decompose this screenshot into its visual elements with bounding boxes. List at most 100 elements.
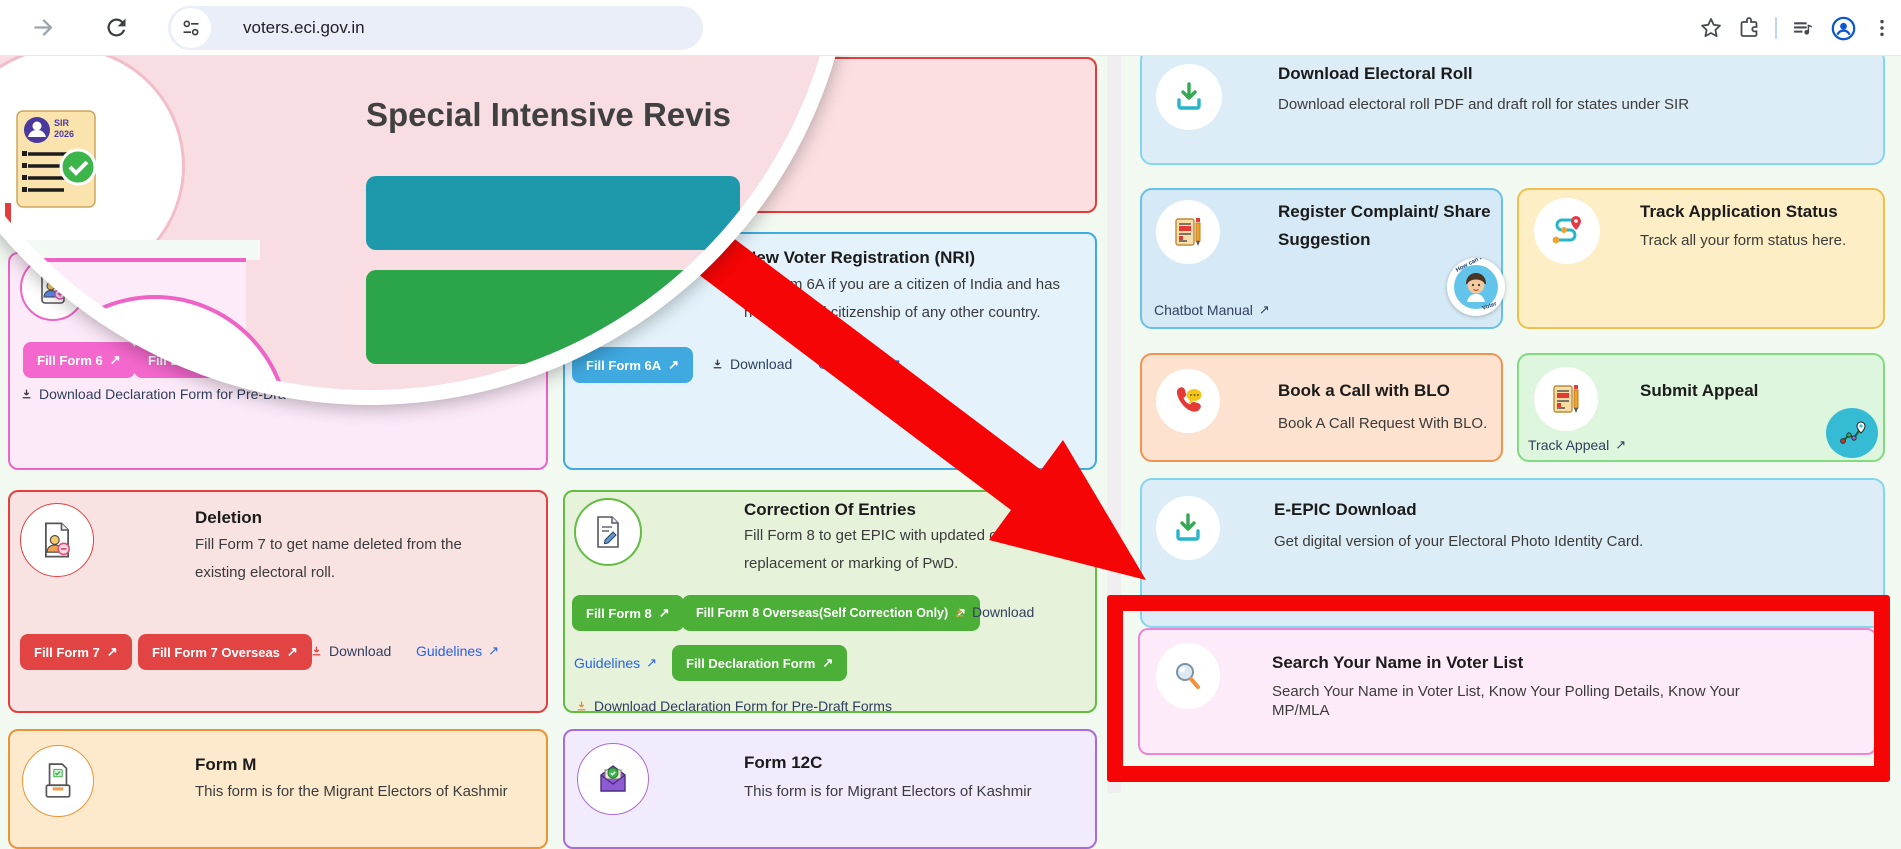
epic-body: Get digital version of your Electoral Ph… xyxy=(1274,533,1644,550)
chatbot-manual-link[interactable]: Chatbot Manual↗ xyxy=(1154,302,1270,318)
electoral-roll-body: Download electoral roll PDF and draft ro… xyxy=(1278,96,1690,113)
site-settings-icon[interactable] xyxy=(171,8,211,48)
phone-call-icon xyxy=(1156,369,1220,433)
search-body-2: MP/MLA xyxy=(1272,702,1330,719)
epic-title: E-EPIC Download xyxy=(1274,500,1417,519)
download-icon xyxy=(20,388,33,401)
fill-form8-button[interactable]: Fill Form 8↗ xyxy=(572,595,684,631)
book-call-body: Book A Call Request With BLO. xyxy=(1278,415,1488,432)
edit-document-icon xyxy=(574,498,642,566)
magnifier-lens-overlay: SIR 2026 Special Intensive Revis xyxy=(0,0,855,405)
complaint-title-1: Register Complaint/ Share xyxy=(1278,202,1491,221)
form-12c-body: This form is for Migrant Electors of Kas… xyxy=(744,783,1032,800)
lens-green-button xyxy=(366,270,740,364)
complaint-title-2: Suggestion xyxy=(1278,230,1371,249)
svg-text:Voter: Voter xyxy=(1482,301,1499,312)
correction-declaration-download-link[interactable]: Download Declaration Form for Pre-Draft … xyxy=(575,698,892,714)
track-appeal-link[interactable]: Track Appeal↗ xyxy=(1528,437,1627,453)
search-title: Search Your Name in Voter List xyxy=(1272,653,1524,672)
correction-body-2: replacement or marking of PwD. xyxy=(744,555,959,572)
lens-gap-band xyxy=(0,240,260,260)
card-correction: Correction Of Entries Fill Form 8 to get… xyxy=(563,490,1097,714)
external-arrow-icon: ↗ xyxy=(488,643,500,658)
search-icon xyxy=(1156,643,1220,709)
external-arrow-icon: ↗ xyxy=(658,605,670,620)
correction-download-link[interactable]: Download xyxy=(953,604,1034,620)
fill-declaration-form-button[interactable]: Fill Declaration Form↗ xyxy=(672,645,848,681)
deletion-body-2: existing electoral roll. xyxy=(195,564,336,581)
delete-voter-icon xyxy=(20,503,94,577)
complaint-document-icon xyxy=(1156,200,1220,264)
card-form-m: Form M This form is for the Migrant Elec… xyxy=(8,729,548,849)
deletion-title: Deletion xyxy=(195,508,263,527)
form6-declaration-download-link[interactable]: Download Declaration Form for Pre-Dra xyxy=(20,386,286,402)
card-form-12c: Form 12C This form is for Migrant Electo… xyxy=(563,729,1097,849)
download-icon xyxy=(953,606,966,619)
external-arrow-icon: ↗ xyxy=(955,605,967,620)
deletion-download-link[interactable]: Download xyxy=(310,643,391,659)
epic-download-icon xyxy=(1156,496,1220,560)
card-deletion: Deletion Fill Form 7 to get name deleted… xyxy=(8,490,548,713)
card-search-voter-list[interactable]: Search Your Name in Voter List Search Yo… xyxy=(1138,628,1877,755)
correction-title: Correction Of Entries xyxy=(744,500,916,519)
form-m-title: Form M xyxy=(195,755,257,774)
card-book-call-blo[interactable]: Book a Call with BLO Book A Call Request… xyxy=(1140,353,1503,462)
menu-dots-icon[interactable] xyxy=(1871,17,1893,39)
lens-sir-title: Special Intensive Revis xyxy=(366,96,732,133)
external-arrow-icon: ↗ xyxy=(1615,437,1627,452)
ballot-icon xyxy=(22,745,94,817)
appeal-route-bubble-icon[interactable] xyxy=(1826,408,1878,458)
voter-mitra-chatbot-avatar[interactable]: How can I Voter xyxy=(1447,258,1505,316)
external-arrow-icon: ↗ xyxy=(1258,302,1270,317)
download-icon xyxy=(310,645,323,658)
card-download-electoral-roll[interactable]: Download Electoral Roll Download elector… xyxy=(1140,48,1885,165)
track-route-icon xyxy=(1534,198,1600,264)
reload-button[interactable] xyxy=(103,14,130,41)
external-arrow-icon: ↗ xyxy=(822,655,834,670)
sir-document-icon: SIR 2026 xyxy=(16,110,96,208)
external-arrow-icon: ↗ xyxy=(646,655,658,670)
external-arrow-icon: ↗ xyxy=(890,356,902,371)
form-12c-title: Form 12C xyxy=(744,753,823,772)
extensions-icon[interactable] xyxy=(1737,16,1761,40)
url-text[interactable]: voters.eci.gov.in xyxy=(243,18,365,37)
search-body-1: Search Your Name in Voter List, Know You… xyxy=(1272,683,1740,700)
nri-body-1: Fill Form 6A if you are a citizen of Ind… xyxy=(744,276,1060,293)
fill-form7-button[interactable]: Fill Form 7↗ xyxy=(20,634,132,670)
track-status-body: Track all your form status here. xyxy=(1640,232,1847,249)
card-register-complaint[interactable]: Register Complaint/ Share Suggestion Cha… xyxy=(1140,188,1505,329)
download-roll-icon xyxy=(1156,64,1222,130)
forward-button[interactable] xyxy=(30,14,57,41)
address-bar[interactable]: voters.eci.gov.in xyxy=(168,6,703,50)
appeal-document-icon xyxy=(1534,367,1598,431)
fill-form8-overseas-button[interactable]: Fill Form 8 Overseas(Self Correction Onl… xyxy=(682,595,981,631)
electoral-roll-title: Download Electoral Roll xyxy=(1278,64,1473,83)
book-call-title: Book a Call with BLO xyxy=(1278,381,1450,400)
lens-red-border-fragment xyxy=(5,203,11,241)
bookmark-star-icon[interactable] xyxy=(1699,16,1723,40)
nri-guidelines-link[interactable]: Guidelines↗ xyxy=(818,356,902,372)
track-status-title: Track Application Status xyxy=(1640,202,1838,221)
submit-appeal-title: Submit Appeal xyxy=(1640,381,1759,400)
card-submit-appeal[interactable]: Submit Appeal Track Appeal↗ xyxy=(1517,353,1885,462)
profile-avatar-icon[interactable] xyxy=(1830,15,1857,42)
svg-text:2026: 2026 xyxy=(54,129,74,139)
envelope-check-icon xyxy=(577,743,649,815)
correction-body-1: Fill Form 8 to get EPIC with updated or xyxy=(744,527,1003,544)
nri-body-2: not acquired citizenship of any other co… xyxy=(744,304,1041,321)
card-track-status[interactable]: Track Application Status Track all your … xyxy=(1517,188,1885,329)
highlight-rectangle-annotation xyxy=(1107,595,1890,782)
deletion-guidelines-link[interactable]: Guidelines↗ xyxy=(416,643,500,659)
media-controls-icon[interactable] xyxy=(1791,16,1816,41)
nri-title: New Voter Registration (NRI) xyxy=(744,248,976,267)
download-icon xyxy=(575,700,588,713)
svg-text:SIR: SIR xyxy=(54,118,70,128)
deletion-body-1: Fill Form 7 to get name deleted from the xyxy=(195,536,462,553)
external-arrow-icon: ↗ xyxy=(286,644,298,659)
fill-form7-overseas-button[interactable]: Fill Form 7 Overseas↗ xyxy=(138,634,312,670)
correction-guidelines-link[interactable]: Guidelines↗ xyxy=(574,655,658,671)
form-m-body: This form is for the Migrant Electors of… xyxy=(195,783,508,800)
browser-toolbar: voters.eci.gov.in xyxy=(0,0,1901,56)
lens-teal-button xyxy=(366,176,740,250)
external-arrow-icon: ↗ xyxy=(106,644,118,659)
